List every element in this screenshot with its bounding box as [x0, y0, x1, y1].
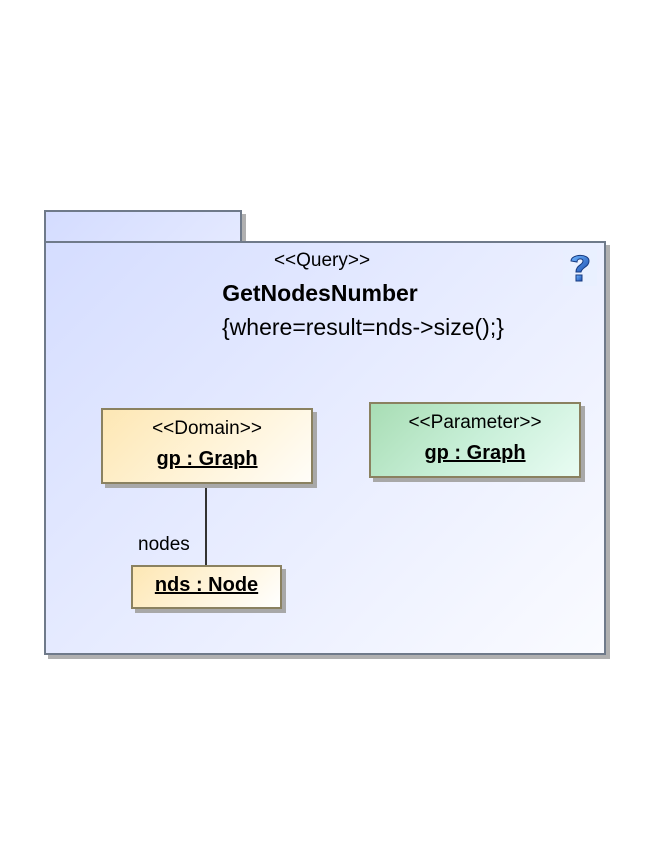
- package-title: GetNodesNumber: [222, 280, 418, 306]
- node-nds-name: nds : Node: [154, 574, 259, 596]
- node-nds[interactable]: nds : Node: [131, 565, 282, 609]
- question-mark-icon[interactable]: [563, 250, 597, 286]
- package-stereotype: <<Query>>: [273, 250, 371, 271]
- edge-label-nodes: nodes: [138, 534, 190, 555]
- parameter-node-gp[interactable]: <<Parameter>> gp : Graph: [369, 402, 581, 478]
- domain-node-name: gp : Graph: [156, 448, 258, 470]
- parameter-stereotype: <<Parameter>>: [408, 412, 542, 433]
- domain-stereotype: <<Domain>>: [152, 418, 262, 439]
- domain-node-gp[interactable]: <<Domain>> gp : Graph: [101, 408, 313, 484]
- package-constraint: {where=result=nds->size();}: [222, 314, 504, 340]
- association-edge[interactable]: [205, 484, 207, 565]
- package-tab: [44, 210, 242, 242]
- parameter-node-name: gp : Graph: [424, 442, 526, 464]
